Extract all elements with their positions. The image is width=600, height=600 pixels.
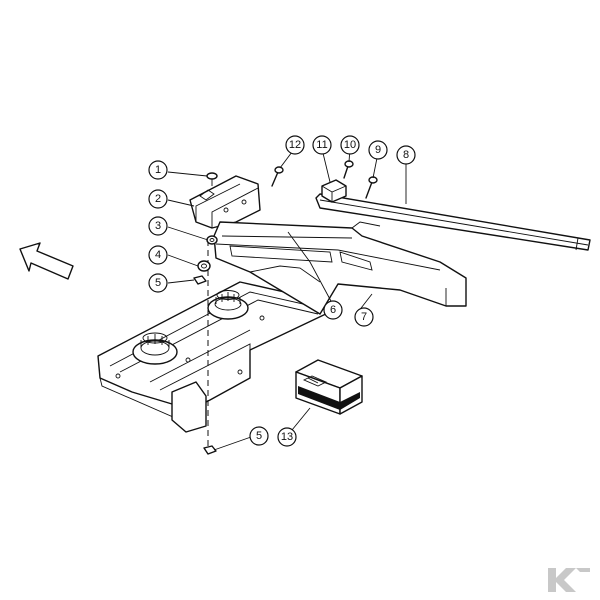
callout-13: 13 (277, 427, 297, 447)
washer-part-4 (197, 260, 211, 272)
callout-7-label: 7 (361, 311, 367, 323)
callout-9: 9 (368, 140, 388, 160)
nut-part-5-lower (203, 445, 217, 455)
callout-5-upper: 5 (148, 273, 168, 293)
drive-rod (315, 193, 591, 251)
cutter-bar-base (97, 281, 331, 433)
callout-11: 11 (312, 135, 332, 155)
k-logo-icon (548, 568, 590, 592)
callout-8-label: 8 (403, 149, 409, 161)
screw-part-12 (271, 166, 284, 187)
bushing-part-3 (206, 235, 218, 245)
callout-4-label: 4 (155, 249, 161, 261)
callout-4: 4 (148, 245, 168, 265)
callout-12-label: 12 (289, 139, 301, 151)
callout-3-label: 3 (155, 220, 161, 232)
callout-5-upper-label: 5 (155, 277, 161, 289)
callout-2-label: 2 (155, 193, 161, 205)
callout-10: 10 (340, 135, 360, 155)
callout-6-label: 6 (330, 304, 336, 316)
callout-7: 7 (354, 307, 374, 327)
direction-arrow-icon (19, 242, 74, 280)
callout-10-label: 10 (344, 139, 356, 151)
screw-part-10 (343, 160, 354, 179)
callout-13-label: 13 (281, 431, 293, 443)
screw-part-9 (365, 176, 378, 199)
callout-5-lower: 5 (249, 426, 269, 446)
callout-9-label: 9 (375, 144, 381, 156)
clip-part (321, 179, 347, 203)
nut-part-5 (193, 275, 207, 285)
screw-part-1 (206, 172, 218, 186)
callout-11-label: 11 (316, 139, 327, 151)
shield-guard (213, 221, 467, 315)
callout-8: 8 (396, 145, 416, 165)
callout-5-lower-label: 5 (256, 430, 262, 442)
callout-1-label: 1 (155, 164, 161, 176)
callout-1: 1 (148, 160, 168, 180)
callout-6: 6 (323, 300, 343, 320)
callout-3: 3 (148, 216, 168, 236)
callout-12: 12 (285, 135, 305, 155)
parts-kit-box (295, 359, 363, 415)
callout-2: 2 (148, 189, 168, 209)
mounting-bracket (189, 175, 261, 229)
